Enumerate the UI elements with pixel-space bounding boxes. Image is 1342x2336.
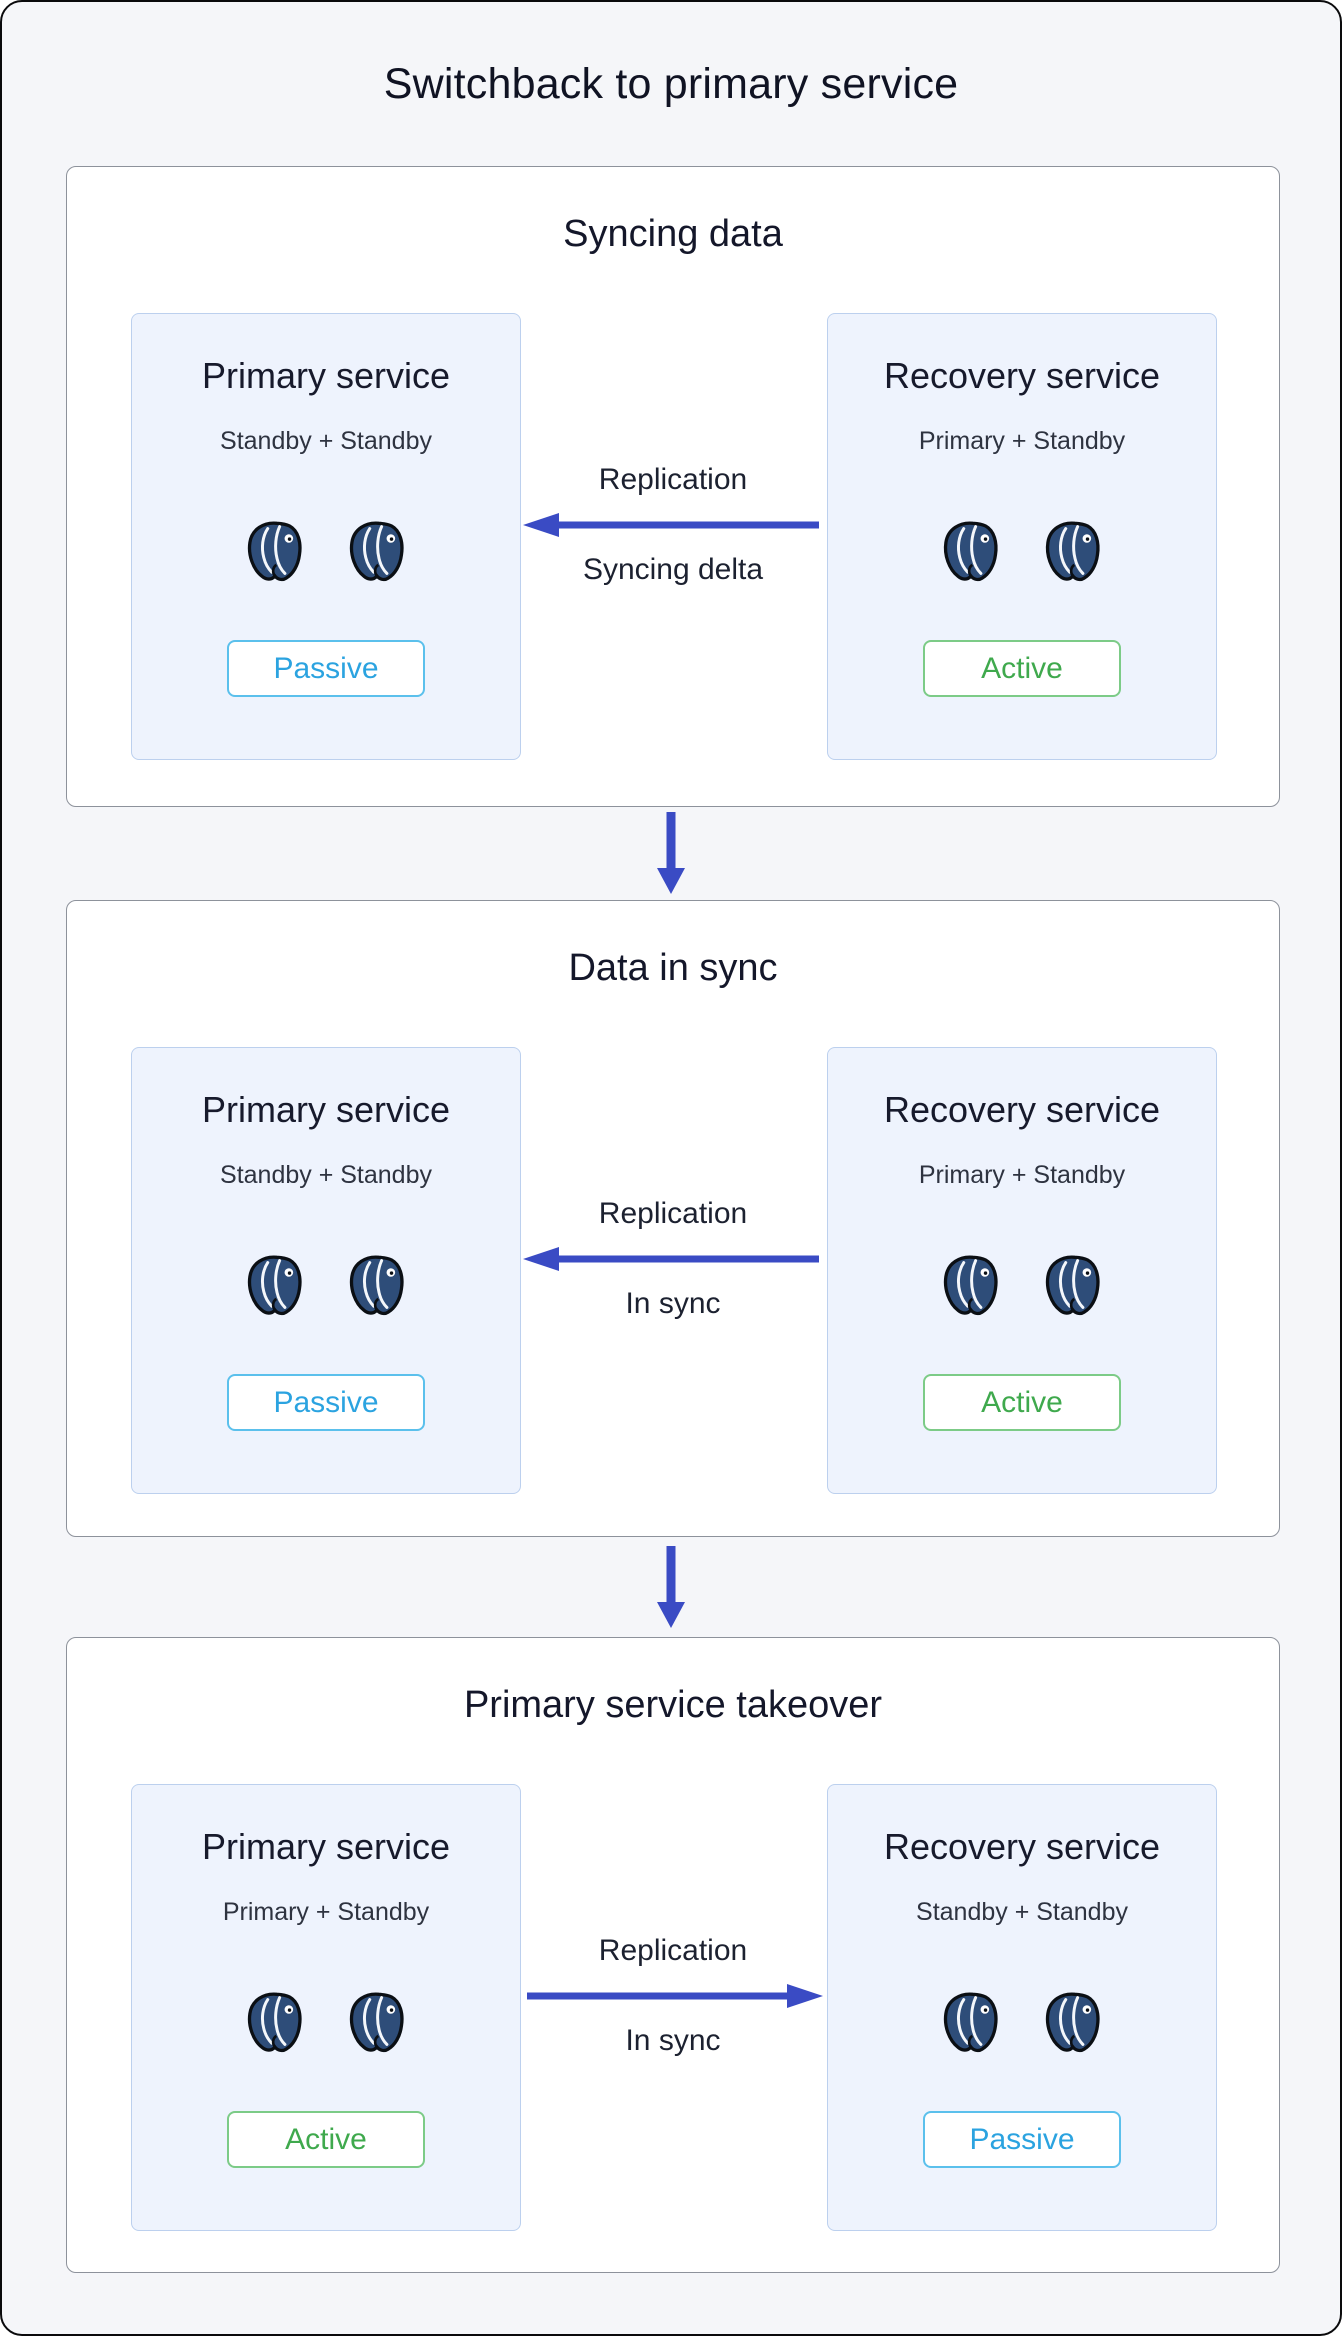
postgresql-elephant-icon (242, 1254, 308, 1320)
service-card-title: Recovery service (883, 355, 1161, 396)
replication-label: Replication (598, 1934, 748, 1967)
database-icons-row (242, 520, 410, 586)
postgresql-elephant-icon (938, 1991, 1004, 2057)
diagram-title: Switchback to primary service (383, 60, 959, 108)
service-card-subtitle: Standby + Standby (220, 427, 432, 456)
status-badge: Active (923, 640, 1121, 698)
postgresql-elephant-icon (938, 520, 1004, 586)
postgresql-elephant-icon (938, 1254, 1004, 1320)
status-badge: Passive (923, 2111, 1121, 2169)
database-icons-row (938, 1254, 1106, 1320)
database-icons-row (938, 1991, 1106, 2057)
postgresql-elephant-icon (1040, 520, 1106, 586)
primary-service-card: Primary service Standby + Standby Passiv… (131, 313, 521, 760)
replication-arrow-group: Replication Syncing delta (519, 463, 827, 587)
recovery-service-card: Recovery service Primary + Standby Activ… (827, 1047, 1217, 1494)
database-icons-row (242, 1991, 410, 2057)
recovery-service-card: Recovery service Primary + Standby Activ… (827, 313, 1217, 760)
recovery-service-card: Recovery service Standby + Standby Passi… (827, 1784, 1217, 2231)
database-icons-row (242, 1254, 410, 1320)
stage-title: Primary service takeover (463, 1684, 883, 1726)
replication-arrow-group: Replication In sync (519, 1197, 827, 1321)
status-badge: Active (923, 1374, 1121, 1432)
status-badge: Active (227, 2111, 425, 2169)
stage-syncing-data: Syncing data Primary service Standby + S… (66, 166, 1280, 807)
flow-down-arrow-icon (653, 1546, 689, 1630)
service-card-subtitle: Standby + Standby (916, 1898, 1128, 1927)
postgresql-elephant-icon (1040, 1991, 1106, 2057)
postgresql-elephant-icon (242, 520, 308, 586)
replication-arrow-right-icon (519, 1981, 827, 2011)
stage-title: Syncing data (563, 213, 783, 255)
replication-arrow-left-icon (519, 510, 827, 540)
stage-title: Data in sync (568, 947, 778, 989)
sync-status-label: Syncing delta (582, 553, 764, 586)
stage-primary-service-takeover: Primary service takeover Primary service… (66, 1637, 1280, 2273)
sync-status-label: In sync (625, 2024, 721, 2057)
replication-arrow-group: Replication In sync (519, 1934, 827, 2058)
postgresql-elephant-icon (242, 1991, 308, 2057)
sync-status-label: In sync (625, 1287, 721, 1320)
primary-service-card: Primary service Primary + Standby Active (131, 1784, 521, 2231)
service-card-title: Primary service (201, 355, 451, 396)
status-badge: Passive (227, 1374, 425, 1432)
service-card-subtitle: Primary + Standby (222, 1898, 430, 1927)
database-icons-row (938, 520, 1106, 586)
postgresql-elephant-icon (344, 1254, 410, 1320)
flow-down-arrow-icon (653, 812, 689, 896)
replication-arrow-left-icon (519, 1244, 827, 1274)
replication-label: Replication (598, 1197, 748, 1230)
service-card-title: Primary service (201, 1826, 451, 1867)
postgresql-elephant-icon (344, 1991, 410, 2057)
service-card-title: Recovery service (883, 1826, 1161, 1867)
stage-data-in-sync: Data in sync Primary service Standby + S… (66, 900, 1280, 1537)
service-card-title: Recovery service (883, 1089, 1161, 1130)
service-card-title: Primary service (201, 1089, 451, 1130)
postgresql-elephant-icon (344, 520, 410, 586)
service-card-subtitle: Primary + Standby (918, 1161, 1126, 1190)
postgresql-elephant-icon (1040, 1254, 1106, 1320)
primary-service-card: Primary service Standby + Standby Passiv… (131, 1047, 521, 1494)
status-badge: Passive (227, 640, 425, 698)
service-card-subtitle: Standby + Standby (220, 1161, 432, 1190)
service-card-subtitle: Primary + Standby (918, 427, 1126, 456)
replication-label: Replication (598, 463, 748, 496)
